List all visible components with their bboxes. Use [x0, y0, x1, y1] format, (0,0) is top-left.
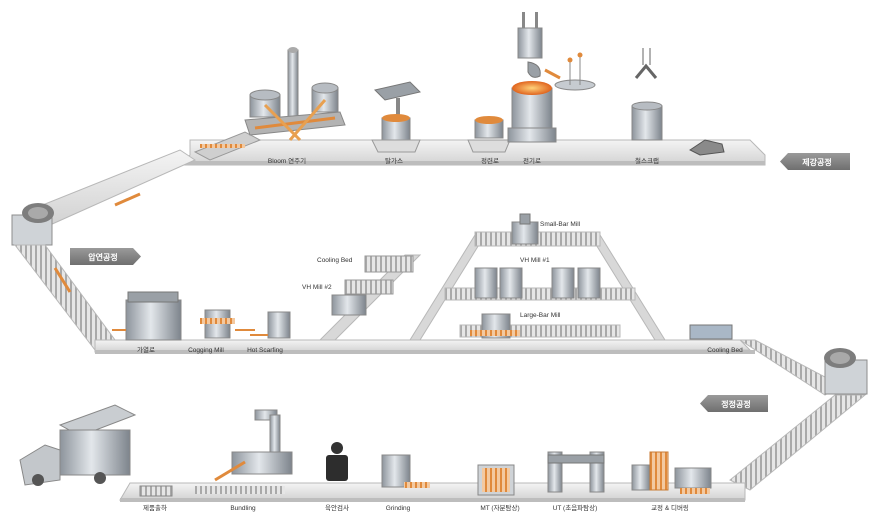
label-vh-mill-2: VH Mill #2: [302, 284, 332, 291]
large-bar-mill-icon: [470, 313, 520, 339]
stage-tag-steelmaking: 제강공정: [780, 153, 850, 170]
stage-tag-rolling: 압연공정: [70, 248, 141, 265]
reheating-furnace-icon: [112, 291, 182, 341]
left-elbow-roller: [11, 203, 54, 246]
bundling-machine-icon: [195, 409, 293, 494]
label-ut: UT (초음파탐상): [553, 503, 598, 512]
label-straightening: 교정 & 디버링: [651, 503, 689, 512]
inspector-person-icon: [326, 442, 348, 481]
label-vh-mill-1: VH Mill #1: [520, 257, 550, 264]
ut-tester-icon: [547, 451, 605, 493]
label-visual-inspection: 육안검사: [325, 503, 349, 512]
cogging-mill-icon: [200, 309, 255, 339]
label-bloom-caster: Bloom 연주기: [268, 156, 306, 165]
finishing-equipment: [19, 404, 712, 497]
product-stack-icon: [139, 485, 173, 497]
cooling-bed-top-icon: [331, 255, 414, 316]
bloom-caster-icon: [193, 47, 346, 161]
steelmaking-equipment: [193, 12, 725, 161]
label-converter: 전기로: [523, 156, 541, 165]
label-mt: MT (자분탐상): [480, 503, 519, 512]
grinding-machine-icon: [381, 454, 430, 488]
stage-tag-finishing: 정정공정: [700, 395, 768, 412]
label-degassing: 탈가스: [385, 156, 403, 165]
label-shipping: 제품출하: [143, 503, 167, 512]
scrap-bucket-icon: [631, 48, 725, 156]
stage-label-steelmaking: 제강공정: [802, 157, 831, 167]
ladle-furnace-icon: [467, 116, 511, 153]
equipment-labels: Bloom 연주기 탈가스 정련로 전기로 철스크랩 Small-Bar Mil…: [137, 156, 743, 512]
mt-tester-icon: [477, 464, 515, 496]
straightening-machine-icon: [631, 451, 712, 494]
label-bundling: Bundling: [230, 505, 256, 512]
label-cogging-mill: Cogging Mill: [188, 347, 224, 354]
small-bar-mill-icon: [511, 213, 539, 245]
diagonal-belt-left-upper: [28, 149, 197, 226]
hot-scarfing-icon: [250, 311, 291, 339]
right-elbow-roller: [824, 348, 868, 395]
degassing-icon: [371, 81, 421, 153]
label-reheating-furnace: 가열로: [137, 345, 155, 354]
diagonal-belt-right-lower: [729, 394, 867, 491]
label-ladle-furnace: 정련로: [481, 156, 499, 165]
stage-label-finishing: 정정공정: [721, 399, 750, 409]
label-cooling-bed-top: Cooling Bed: [317, 257, 353, 264]
stage-label-rolling: 압연공정: [88, 252, 117, 262]
label-scrap: 철스크랩: [635, 156, 659, 165]
cooling-bed-right-icon: [689, 324, 733, 340]
label-large-bar-mill: Large-Bar Mill: [520, 312, 561, 319]
vh-mill-1-icon: [474, 267, 601, 299]
label-cooling-bed-right: Cooling Bed: [707, 347, 743, 354]
label-small-bar-mill: Small-Bar Mill: [540, 221, 581, 228]
rolling-equipment: [112, 213, 733, 341]
label-grinding: Grinding: [386, 505, 411, 512]
electric-arc-furnace-icon: [507, 12, 596, 143]
truck-icon: [19, 404, 137, 486]
mill-mid-belt: [444, 287, 636, 301]
label-hot-scarfing: Hot Scarfing: [247, 347, 283, 354]
